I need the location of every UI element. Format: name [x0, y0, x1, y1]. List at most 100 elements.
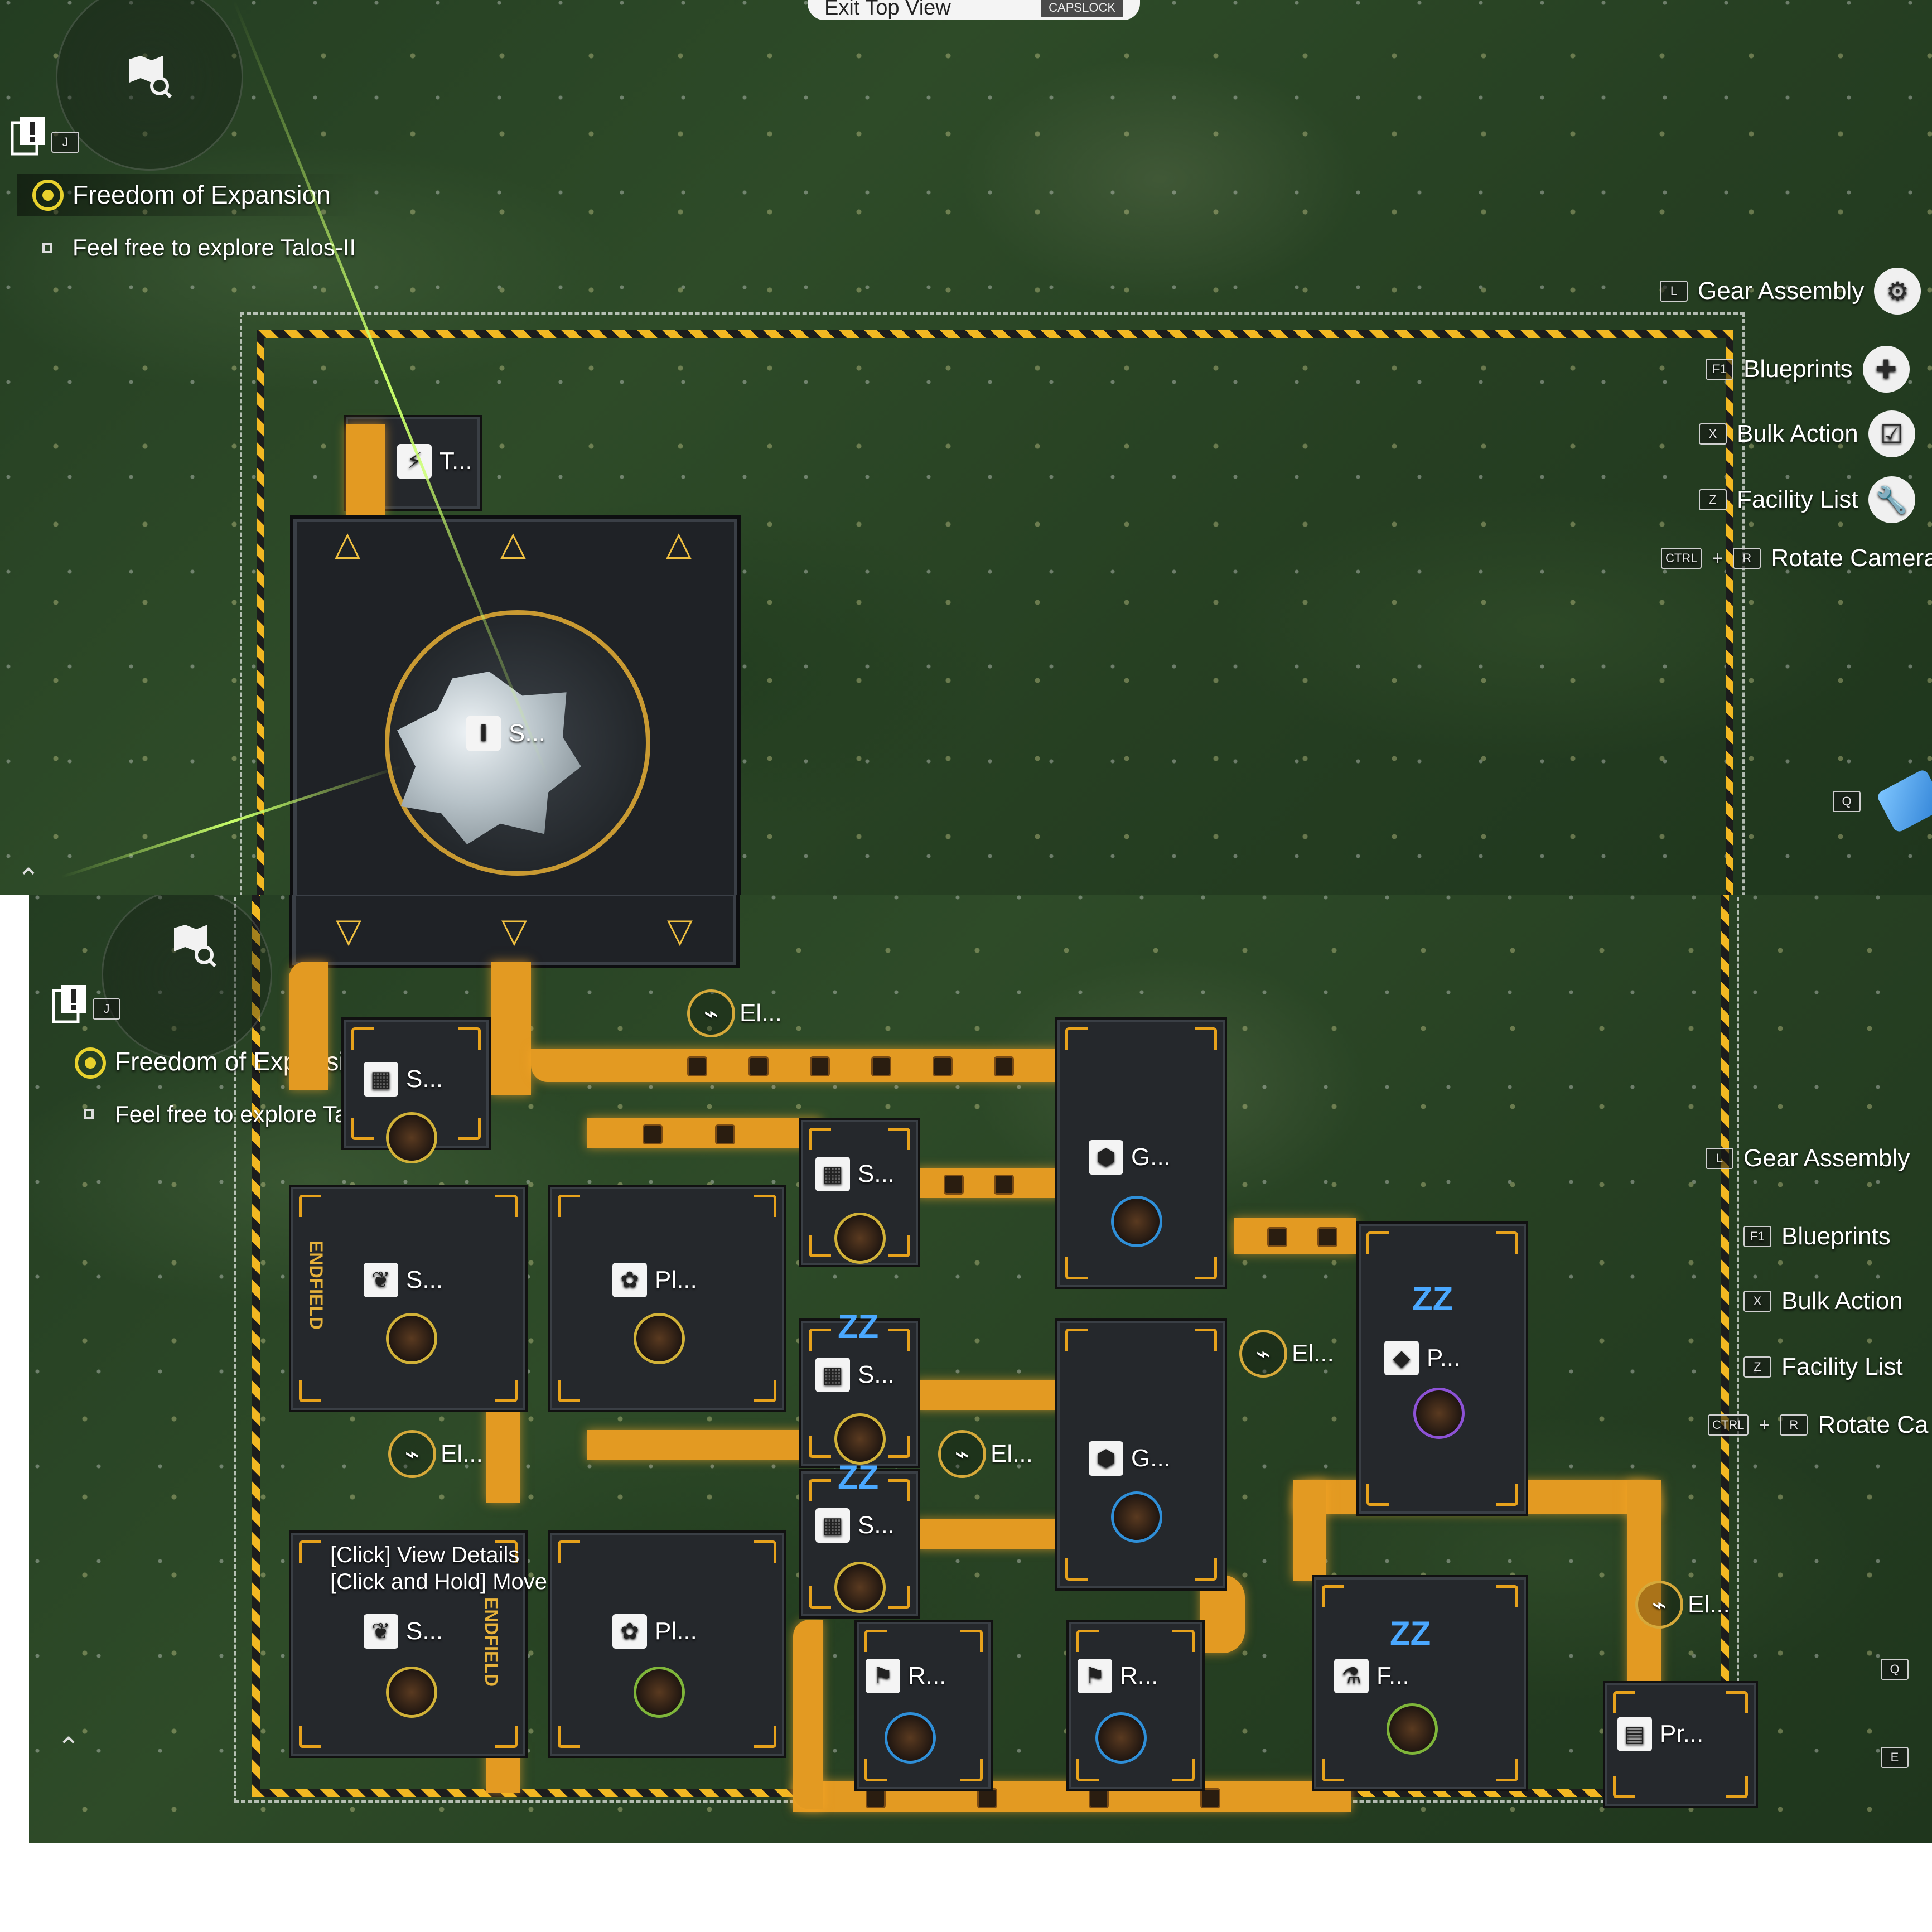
quest-title: Freedom of Expansion [115, 1047, 373, 1076]
bottom-white-margin [0, 1843, 1932, 1932]
menu-facility-list[interactable]: Z Facility List [1743, 1353, 1903, 1381]
q-key[interactable]: Q [1881, 1659, 1909, 1680]
belt-item [994, 1056, 1014, 1076]
refiner-1[interactable] [854, 1620, 993, 1791]
seed-picker-1[interactable] [289, 1185, 528, 1412]
gear-assembly-icon[interactable]: ⚙ [1874, 268, 1921, 315]
minimap[interactable] [56, 0, 243, 171]
conveyor-belt [793, 1620, 823, 1809]
map-search-icon[interactable] [126, 54, 174, 99]
menu-gear-assembly[interactable]: L Gear Assembly [1706, 1144, 1910, 1172]
exit-top-view-button[interactable]: Exit Top View CAPSLOCK [808, 0, 1140, 20]
belt-item [687, 1056, 707, 1076]
output-item-slot [1111, 1196, 1162, 1247]
plus-sign: + [1712, 547, 1723, 569]
electric-pylon-4[interactable]: ⌁El... [1239, 1330, 1334, 1378]
conveyor-belt [491, 962, 531, 1095]
menu-facility-list[interactable]: Z Facility List 🔧 [1699, 476, 1915, 523]
menu-blueprints[interactable]: F1 Blueprints ✚ [1706, 346, 1910, 393]
belt-item [866, 1788, 886, 1808]
gear-assembly-label: Gear Assembly [1698, 277, 1865, 305]
map-search-icon[interactable] [171, 922, 219, 968]
bulk-action-key: X [1699, 423, 1727, 445]
storage-label-4: ▦S... [815, 1508, 895, 1543]
hub-up-arrows: △△△ [335, 525, 692, 562]
blueprints-key: F1 [1706, 359, 1733, 380]
seed-picker-icon: ❦ [364, 1263, 398, 1297]
journal-key: J [51, 132, 79, 153]
hub-icon: Ⅰ [466, 716, 501, 751]
tooltip-view-details: [Click] View Details [330, 1543, 520, 1567]
planter-label-2: ✿Pl... [612, 1614, 697, 1649]
seed-picker-label-1: ❦S... [364, 1263, 443, 1297]
conveyor-belt [1293, 1480, 1326, 1581]
collapse-chevron-icon[interactable]: ⌃ [57, 1732, 80, 1763]
planter-1[interactable] [548, 1185, 786, 1412]
seed-picker-2[interactable] [289, 1530, 528, 1758]
menu-rotate-camera[interactable]: CTRL + R Rotate Ca [1708, 1411, 1928, 1439]
blueprint-icon[interactable]: ✚ [1862, 346, 1910, 393]
conveyor-belt [916, 1380, 1061, 1410]
wrench-icon[interactable]: 🔧 [1868, 476, 1915, 523]
journal-icon[interactable] [10, 115, 47, 156]
ctrl-key: CTRL [1708, 1414, 1749, 1436]
electric-pylon-2[interactable]: ⌁El... [388, 1430, 483, 1478]
pylon-icon: ⌁ [1239, 1330, 1287, 1378]
packaging-label: ◆P... [1384, 1341, 1460, 1375]
r-key: R [1780, 1414, 1808, 1436]
storage-icon: ▦ [364, 1062, 398, 1097]
blueprints-key: F1 [1743, 1226, 1771, 1247]
journal-icon[interactable] [51, 983, 88, 1024]
menu-blueprints[interactable]: F1 Blueprints [1743, 1223, 1891, 1250]
packaging-facility[interactable] [1356, 1221, 1528, 1516]
r-key: R [1733, 548, 1761, 569]
q-key[interactable]: Q [1833, 791, 1861, 812]
refiner-2[interactable] [1066, 1620, 1205, 1791]
gear-assembly-key: L [1706, 1148, 1733, 1169]
menu-rotate-camera[interactable]: CTRL + R Rotate Camera [1661, 544, 1932, 572]
refiner-label-2: ⚑R... [1078, 1659, 1158, 1693]
protocol-stash-label: ▤Pr... [1617, 1717, 1703, 1751]
seed-picker-icon: ❦ [364, 1614, 398, 1649]
bulk-action-label: Bulk Action [1737, 420, 1858, 447]
storage-label-2: ▦S... [815, 1157, 895, 1191]
collapse-chevron-icon[interactable]: ⌃ [17, 863, 40, 894]
tower-belt-stub [346, 424, 385, 519]
conveyor-belt [587, 1430, 821, 1460]
conveyor-belt [531, 1049, 1066, 1082]
menu-bulk-action[interactable]: X Bulk Action ☑ [1699, 410, 1915, 457]
refiner-label-1: ⚑R... [866, 1659, 946, 1693]
idle-zz-icon: ZZ [1412, 1280, 1453, 1317]
top-view-panel: Exit Top View CAPSLOCK J Freedom of Expa… [0, 0, 1932, 895]
grinder-icon: ⬢ [1089, 1441, 1123, 1476]
output-item-slot [834, 1213, 886, 1264]
filling-icon: ⚗ [1334, 1659, 1369, 1693]
bulk-action-icon[interactable]: ☑ [1868, 410, 1915, 457]
journal-key: J [93, 998, 120, 1020]
factory-view-panel: J Freedom of Expansion Feel free to expl… [29, 895, 1932, 1843]
output-item-slot [634, 1313, 685, 1364]
electric-pylon-5[interactable]: ⌁El... [1635, 1581, 1730, 1629]
hub-label: Ⅰ S... [466, 716, 545, 751]
output-item-slot [1111, 1491, 1162, 1543]
belt-item [810, 1056, 830, 1076]
planter-2[interactable] [548, 1530, 786, 1758]
output-item-slot [1413, 1388, 1465, 1439]
conveyor-belt [1234, 1218, 1356, 1254]
minimap[interactable] [102, 895, 272, 1060]
electric-pylon-3[interactable]: ⌁El... [938, 1430, 1033, 1478]
grinder-label-2: ⬢G... [1089, 1441, 1171, 1476]
e-key[interactable]: E [1881, 1747, 1909, 1768]
belt-item [871, 1056, 891, 1076]
gear-assembly-label: Gear Assembly [1743, 1144, 1910, 1172]
facility-list-key: Z [1699, 489, 1727, 510]
storage-facility-2[interactable] [799, 1118, 920, 1267]
grinder-2[interactable] [1055, 1318, 1227, 1591]
endfield-branding: ENDFIELD [481, 1597, 501, 1687]
planter-icon: ✿ [612, 1263, 647, 1297]
idle-zz-icon: ZZ [838, 1308, 879, 1345]
menu-gear-assembly[interactable]: L Gear Assembly ⚙ [1660, 268, 1921, 315]
menu-bulk-action[interactable]: X Bulk Action [1743, 1287, 1903, 1315]
electric-pylon-1[interactable]: ⌁El... [687, 989, 782, 1037]
conveyor-belt [486, 1408, 520, 1503]
